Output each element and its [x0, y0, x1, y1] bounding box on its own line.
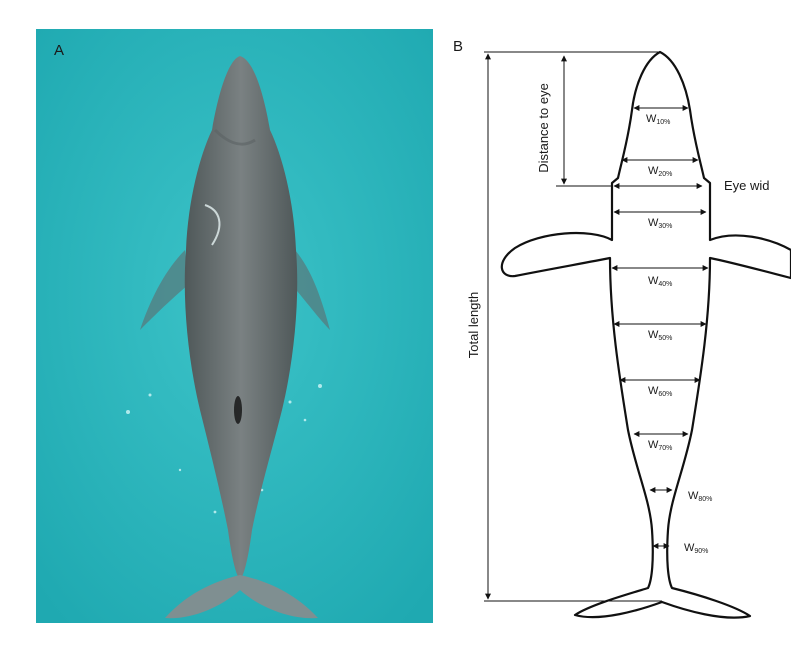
panel-b: B Total length Distance to eye Eye wid W… — [453, 38, 791, 618]
panel-b-label: B — [453, 38, 463, 55]
svg-text:W80%: W80% — [688, 490, 712, 503]
panel-a: A — [36, 29, 433, 623]
svg-text:W90%: W90% — [684, 542, 708, 555]
panel-a-label: A — [54, 42, 64, 59]
total-length-label: Total length — [466, 292, 481, 359]
distance-to-eye-label: Distance to eye — [536, 83, 551, 173]
eye-width-label: Eye wid — [724, 178, 770, 193]
